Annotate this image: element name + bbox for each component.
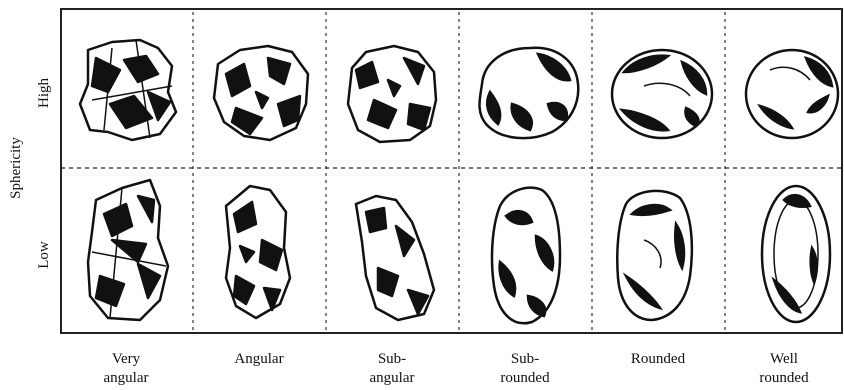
grain-low-very-angular (88, 180, 168, 320)
grain-low-sub-angular (356, 196, 434, 320)
grain-high-very-angular (80, 40, 176, 140)
column-label-well-rounded-1: Well (770, 351, 798, 367)
grain-low-rounded (617, 191, 692, 320)
column-labels: Very angular Angular Sub- angular Sub- r… (104, 351, 810, 386)
column-label-very-angular-1: Very (112, 351, 141, 367)
grain-high-rounded (612, 50, 712, 138)
column-label-sub-angular-1: Sub- (378, 351, 406, 367)
axis-title-sphericity: Sphericity (8, 137, 24, 199)
grain-low-angular (226, 186, 290, 318)
grain-low-sub-rounded (492, 188, 560, 324)
grain-high-well-rounded (746, 50, 838, 138)
column-label-very-angular-2: angular (104, 370, 149, 386)
column-label-sub-rounded-2: rounded (500, 370, 550, 386)
row-label-high: High (36, 78, 52, 109)
column-label-sub-rounded-1: Sub- (511, 351, 539, 367)
grain-high-sub-angular (348, 46, 436, 142)
grain-high-angular (214, 46, 308, 140)
column-label-sub-angular-2: angular (370, 370, 415, 386)
chart-frame (61, 9, 842, 333)
column-label-well-rounded-2: rounded (759, 370, 809, 386)
row-label-low: Low (36, 241, 52, 269)
column-label-angular: Angular (234, 351, 283, 367)
grain-low-well-rounded (762, 186, 830, 322)
grain-high-sub-rounded (480, 48, 579, 138)
column-label-rounded: Rounded (631, 351, 686, 367)
